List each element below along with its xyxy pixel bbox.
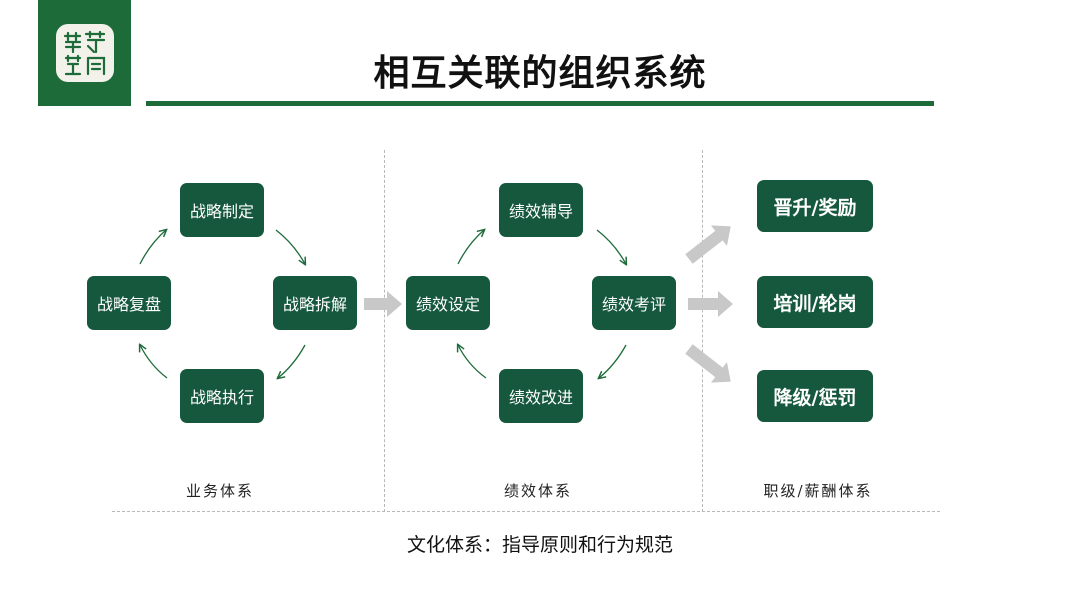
box-strategy-breakdown: 战略拆解: [273, 276, 357, 330]
box-strategy-formulation: 战略制定: [180, 183, 264, 237]
box-performance-setting: 绩效设定: [406, 276, 490, 330]
box-performance-coaching: 绩效辅导: [499, 183, 583, 237]
box-demotion-penalty: 降级/惩罚: [757, 370, 873, 422]
seal-logo-icon: [55, 24, 114, 82]
box-strategy-review: 战略复盘: [87, 276, 171, 330]
cycle-arrow: [596, 229, 626, 264]
block-arrow: [688, 291, 733, 317]
block-arrow: [364, 291, 402, 317]
section-label-rank-compensation: 职级/薪酬体系: [763, 482, 873, 500]
cycle-arrow: [457, 230, 484, 265]
title-underline: [146, 101, 934, 106]
cycle-arrow: [140, 345, 168, 379]
cycle-arrow: [139, 230, 166, 265]
block-arrow: [685, 225, 731, 264]
block-arrow: [685, 344, 731, 383]
box-performance-improvement: 绩效改进: [499, 369, 583, 423]
box-training-rotation: 培训/轮岗: [757, 276, 873, 328]
section-divider: [384, 150, 385, 512]
box-promotion-reward: 晋升/奖励: [757, 180, 873, 232]
bottom-divider: [112, 511, 940, 512]
section-divider: [702, 150, 703, 512]
page-title: 相互关联的组织系统: [373, 53, 707, 94]
logo: [38, 0, 131, 106]
section-label-performance: 绩效体系: [503, 482, 572, 500]
cycle-arrow: [599, 344, 627, 378]
cycle-arrow: [278, 344, 306, 378]
box-strategy-execution: 战略执行: [180, 369, 264, 423]
box-performance-evaluation: 绩效考评: [592, 276, 676, 330]
section-label-business: 业务体系: [185, 482, 254, 500]
cycle-arrow: [458, 345, 487, 379]
culture-system-caption: 文化体系：指导原则和行为规范: [406, 534, 673, 556]
cycle-arrow: [275, 229, 305, 264]
